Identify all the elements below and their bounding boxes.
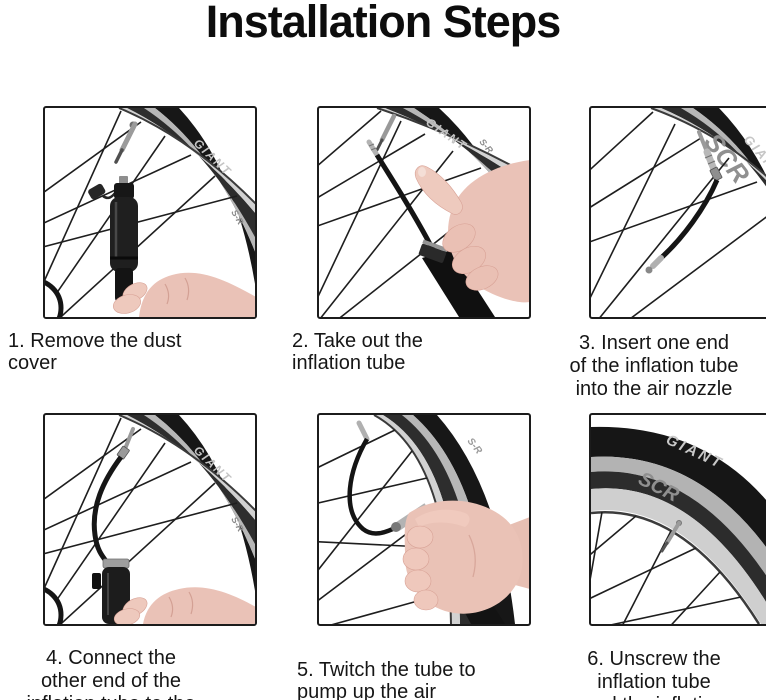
bicycle-wheel: GIANT S-R <box>118 415 255 592</box>
step-1-illustration: GIANT S-R <box>45 108 255 317</box>
mini-pump <box>418 239 495 317</box>
step-2-illustration: GIANT S-R <box>319 108 529 317</box>
step-6-caption: 6. Unscrew the inflation tube and the in… <box>583 648 724 700</box>
step-5-caption: 5. Twitch the tube to pump up the air <box>297 659 476 700</box>
step-4-illustration: GIANT S-R <box>45 415 255 624</box>
step-1-photo: GIANT S-R <box>43 106 257 319</box>
step-5-illustration: S-R <box>319 415 529 624</box>
dust-cover-strap <box>102 192 116 200</box>
spokes <box>591 511 742 624</box>
bicycle-wheel: GIANT S-R <box>118 108 255 285</box>
step-3-caption: 3. Insert one end of the inflation tube … <box>569 332 739 400</box>
spokes <box>45 110 238 317</box>
valve-stem <box>697 130 709 154</box>
inflation-tube <box>645 148 723 274</box>
step-2-photo: GIANT S-R <box>317 106 531 319</box>
step-5-photo: S-R <box>317 413 531 626</box>
step-4-caption: 4. Connect the other end of the inflatio… <box>26 647 195 700</box>
page-title: Installation Steps <box>205 0 562 47</box>
step-2-caption: 2. Take out the inflation tube <box>292 330 423 374</box>
rim-series-text: S-R <box>465 436 485 457</box>
valve-stem <box>116 427 135 460</box>
valve-stem <box>114 121 138 164</box>
step-6-illustration: GIANT SCR S-R <box>591 426 766 624</box>
step-6-photo: GIANT SCR S-R <box>589 413 766 626</box>
dust-cover <box>88 183 106 200</box>
hand <box>402 500 529 614</box>
step-4-photo: GIANT S-R <box>43 413 257 626</box>
step-1-caption: 1. Remove the dust cover <box>8 330 182 374</box>
inflation-tube <box>91 455 124 567</box>
hand <box>113 272 255 317</box>
tire-brand-text: GIANT <box>191 443 235 486</box>
step-3-illustration: GIANT SCR S-R <box>591 108 766 317</box>
hand <box>113 587 255 624</box>
step-3-photo: GIANT SCR S-R <box>589 106 766 319</box>
valve-stem <box>660 520 682 553</box>
tire-brand-text: GIANT <box>191 136 235 179</box>
inflation-tube <box>347 420 399 536</box>
hub-arc <box>45 279 64 317</box>
hub-arc <box>45 586 64 624</box>
mini-pump <box>110 176 138 302</box>
hand <box>414 160 529 303</box>
valve-stem <box>375 113 397 152</box>
